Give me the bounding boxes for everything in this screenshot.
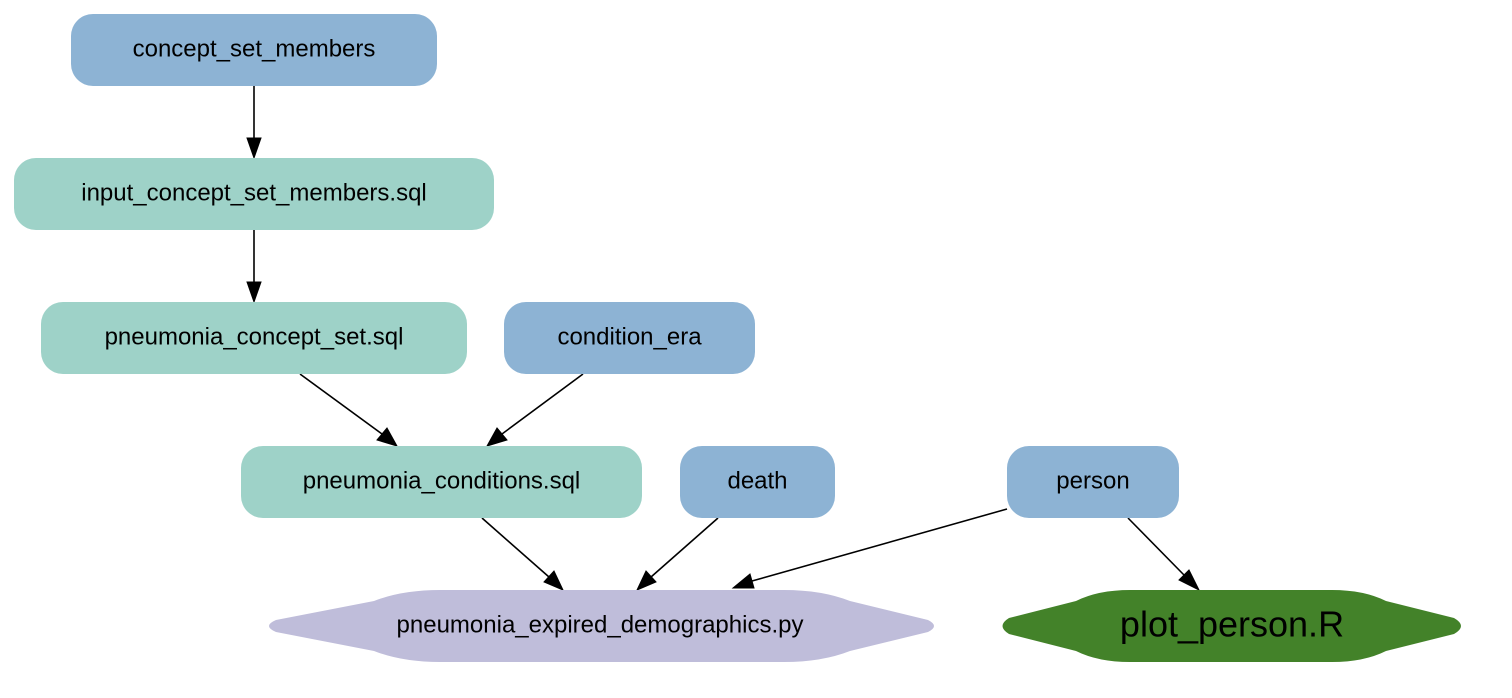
node-label-pneumonia-concept-set: pneumonia_concept_set.sql: [105, 324, 404, 351]
edge-death-to-pneumonia-expired-demographics: [635, 517, 719, 591]
edges: [246, 86, 1201, 592]
node-condition-era[interactable]: condition_era: [504, 302, 755, 374]
edge-person-to-plot-person: [1127, 517, 1201, 592]
node-label-pneumonia-expired-demographics: pneumonia_expired_demographics.py: [397, 612, 804, 639]
node-person[interactable]: person: [1007, 446, 1179, 518]
node-label-person: person: [1056, 468, 1129, 495]
node-pneumonia-concept-set[interactable]: pneumonia_concept_set.sql: [41, 302, 467, 374]
node-concept-set-members[interactable]: concept_set_members: [71, 14, 437, 86]
edge-person-to-pneumonia-expired-demographics: [731, 508, 1008, 589]
node-label-death: death: [727, 468, 787, 495]
edge-input-concept-set-members-to-pneumonia-concept-set: [246, 230, 262, 304]
node-pneumonia-expired-demographics[interactable]: pneumonia_expired_demographics.py: [269, 590, 934, 662]
node-label-pneumonia-conditions: pneumonia_conditions.sql: [303, 468, 581, 495]
node-pneumonia-conditions[interactable]: pneumonia_conditions.sql: [241, 446, 642, 518]
node-label-plot-person: plot_person.R: [1120, 604, 1344, 645]
edge-condition-era-to-pneumonia-conditions: [485, 373, 584, 447]
edge-pneumonia-conditions-to-pneumonia-expired-demographics: [481, 517, 565, 591]
node-label-input-concept-set-members: input_concept_set_members.sql: [81, 180, 427, 207]
node-input-concept-set-members[interactable]: input_concept_set_members.sql: [14, 158, 494, 230]
edge-concept-set-members-to-input-concept-set-members: [246, 86, 262, 160]
node-death[interactable]: death: [680, 446, 835, 518]
nodes: concept_set_members input_concept_set_me…: [14, 14, 1461, 662]
node-label-condition-era: condition_era: [557, 324, 702, 351]
node-label-concept-set-members: concept_set_members: [133, 36, 376, 63]
node-plot-person[interactable]: plot_person.R: [1002, 590, 1462, 662]
edge-pneumonia-concept-set-to-pneumonia-conditions: [299, 373, 399, 447]
